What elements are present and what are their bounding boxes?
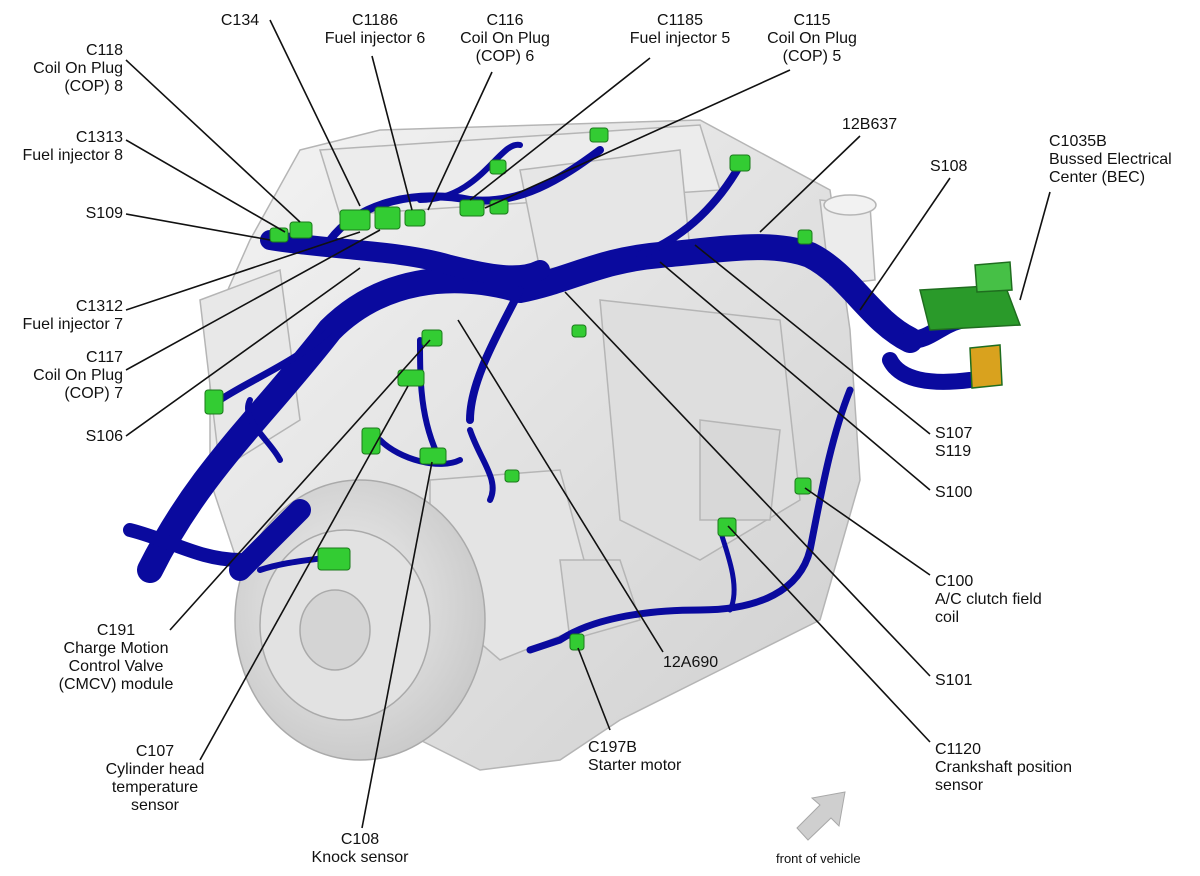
label-c100: C100 A/C clutch field coil xyxy=(935,573,1042,626)
label-c1185: C1185 Fuel injector 5 xyxy=(629,12,731,47)
leader-lines xyxy=(125,19,1051,829)
connectors xyxy=(204,127,813,651)
label-c1313: C1313 Fuel injector 8 xyxy=(22,129,124,164)
label-c116: C116 Coil On Plug (COP) 6 xyxy=(460,12,550,65)
label-c1186: C1186 Fuel injector 6 xyxy=(324,12,426,47)
label-s100: S100 xyxy=(935,484,973,501)
flywheel xyxy=(234,479,486,761)
label-c107: C107 Cylinder head temperature sensor xyxy=(105,743,205,814)
label-c1312: C1312 Fuel injector 7 xyxy=(22,298,124,333)
label-s109: S109 xyxy=(85,205,123,222)
label-c118: C118 Coil On Plug (COP) 8 xyxy=(33,42,123,95)
label-c134: C134 xyxy=(220,12,260,29)
label-s107-s119: S107 S119 xyxy=(935,425,973,460)
label-front-of-vehicle: front of vehicle xyxy=(776,851,861,866)
label-c1120: C1120 Crankshaft position sensor xyxy=(935,741,1072,794)
label-c115: C115 Coil On Plug (COP) 5 xyxy=(767,12,857,65)
label-12a690: 12A690 xyxy=(663,654,719,671)
label-c191: C191 Charge Motion Control Valve (CMCV) … xyxy=(58,622,174,693)
label-c117: C117 Coil On Plug (COP) 7 xyxy=(33,349,123,402)
label-s106: S106 xyxy=(85,428,123,445)
bec-module xyxy=(919,261,1022,389)
label-s101: S101 xyxy=(935,672,973,689)
label-12b637: 12B637 xyxy=(842,116,898,133)
front-arrow-icon xyxy=(796,791,846,841)
label-c108: C108 Knock sensor xyxy=(311,831,409,866)
label-c197b: C197B Starter motor xyxy=(588,739,682,774)
label-s108: S108 xyxy=(930,158,968,175)
label-c1035b: C1035B Bussed Electrical Center (BEC) xyxy=(1049,133,1172,186)
